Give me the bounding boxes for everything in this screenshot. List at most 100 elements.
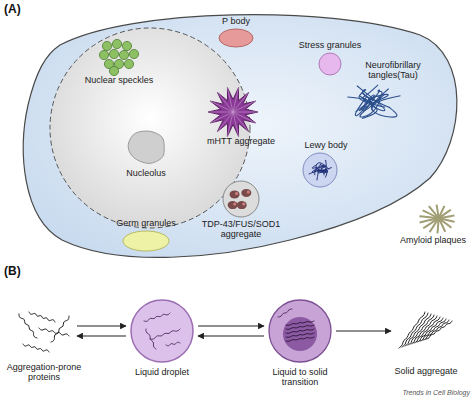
speckle-dot	[124, 59, 133, 68]
transition-core	[283, 317, 317, 351]
protein-strand	[286, 333, 314, 337]
tdp-droplet	[223, 181, 259, 217]
structure-label: Amyloid plaques	[398, 235, 468, 245]
tdp-inclusion	[228, 201, 238, 209]
aggregate-node: TDP-43/FUS/SOD1 aggregate	[222, 180, 260, 218]
protein-strand	[39, 328, 69, 336]
process-stage: Liquid to solid transition	[268, 299, 332, 363]
protein-strand	[19, 314, 37, 338]
mhtt-fibril	[233, 101, 256, 112]
structure-shape	[345, 82, 405, 122]
transition-body	[269, 300, 331, 362]
p-body-shape	[219, 29, 253, 47]
germ-granule-shape	[123, 231, 169, 251]
mhtt-fibril	[233, 112, 239, 136]
tdp-inclusion	[230, 190, 240, 198]
structure-label: Nuclear speckles	[74, 75, 164, 85]
panel-label: (A)	[4, 2, 21, 16]
structure-shape	[98, 38, 140, 74]
mhtt-fibril	[227, 88, 233, 112]
protein-strand	[278, 309, 292, 317]
nucleolus-blob	[128, 131, 164, 163]
structure-label: Aggregation-prone proteins	[0, 362, 89, 382]
organelle-node: Germ granules	[122, 230, 170, 252]
reaction-arrow	[198, 335, 264, 336]
tau-fibril	[347, 97, 380, 117]
structure-label: Stress granules	[285, 40, 375, 50]
protein-strand	[286, 321, 314, 325]
process-stage: Liquid droplet	[130, 299, 194, 363]
speckle-dot	[109, 49, 118, 58]
structure-label: P body	[206, 16, 266, 26]
protein-strand	[420, 319, 446, 341]
speckle-dot	[129, 49, 138, 58]
protein-strand	[166, 342, 180, 346]
process-stage: Aggregation-prone proteins	[15, 308, 73, 354]
speckle-dot	[99, 50, 108, 59]
protein-strand	[150, 329, 180, 339]
protein-strand	[146, 329, 156, 349]
speckle-dot	[112, 39, 121, 48]
aggregate-node: Amyloid plaques	[415, 205, 459, 233]
structure-label: mHTT aggregate	[196, 136, 286, 146]
aggregate-node: mHTT aggregate	[205, 86, 261, 138]
journal-watermark: Trends in Cell Biology	[360, 389, 470, 396]
structure-label: Germ granules	[106, 218, 186, 228]
reaction-arrow	[198, 325, 264, 326]
structure-shape	[318, 52, 342, 76]
structure-shape	[205, 86, 261, 138]
structure-shape	[218, 28, 254, 48]
droplet-body	[131, 300, 193, 362]
structure-shape	[395, 308, 457, 354]
tdp-inclusion	[237, 201, 247, 209]
panel-label: (B)	[4, 264, 21, 278]
lewy-halo	[303, 153, 337, 187]
mhtt-fibril	[210, 101, 233, 112]
tdp-dot	[235, 192, 238, 195]
structure-shape	[130, 299, 194, 363]
reaction-arrow	[77, 335, 126, 336]
protein-strand	[423, 320, 449, 340]
mhtt-star	[208, 88, 258, 137]
structure-shape	[122, 128, 170, 166]
organelle-node: Nucleolus	[122, 128, 170, 166]
stress-granule-shape	[319, 53, 341, 75]
structure-label: Neurofibrillary tangles(Tau)	[353, 60, 433, 80]
protein-strand	[286, 329, 314, 333]
structure-shape	[222, 180, 260, 218]
tdp-dot	[247, 190, 250, 193]
protein-strand	[23, 344, 49, 352]
speckle-dot	[102, 41, 111, 50]
lewy-fibril	[318, 170, 328, 172]
structure-shape	[122, 230, 170, 252]
mhtt-fibril	[217, 112, 233, 132]
aggregate-node: Lewy body	[300, 152, 340, 188]
structure-label: Lewy body	[296, 140, 356, 150]
organelle-node: Nuclear speckles	[98, 38, 140, 74]
protein-strand	[51, 316, 69, 342]
reaction-arrow	[77, 325, 126, 326]
reaction-arrow	[336, 330, 391, 331]
speckle-dot	[119, 50, 128, 59]
protein-strand	[286, 337, 314, 341]
mhtt-fibril	[208, 112, 233, 113]
amyloid-fibril	[420, 215, 455, 222]
structure-shape	[15, 308, 73, 354]
structure-shape	[300, 152, 340, 188]
structure-label: Liquid droplet	[122, 367, 202, 377]
organelle-node: P body	[218, 28, 254, 48]
cell-membrane	[23, 15, 457, 258]
aggregate-node: Neurofibrillary tangles(Tau)	[345, 82, 405, 122]
protein-strand	[144, 313, 170, 321]
structure-label: Nucleolus	[116, 168, 176, 178]
mhtt-fibril	[233, 112, 258, 113]
structure-shape	[268, 299, 332, 363]
tdp-dot	[242, 203, 245, 206]
structure-label: TDP-43/FUS/SOD1 aggregate	[196, 219, 286, 239]
nucleus-envelope	[50, 28, 250, 228]
mhtt-fibril	[210, 112, 233, 123]
protein-strand	[29, 312, 55, 322]
tdp-dot	[233, 203, 236, 206]
tdp-inclusion	[241, 189, 251, 197]
